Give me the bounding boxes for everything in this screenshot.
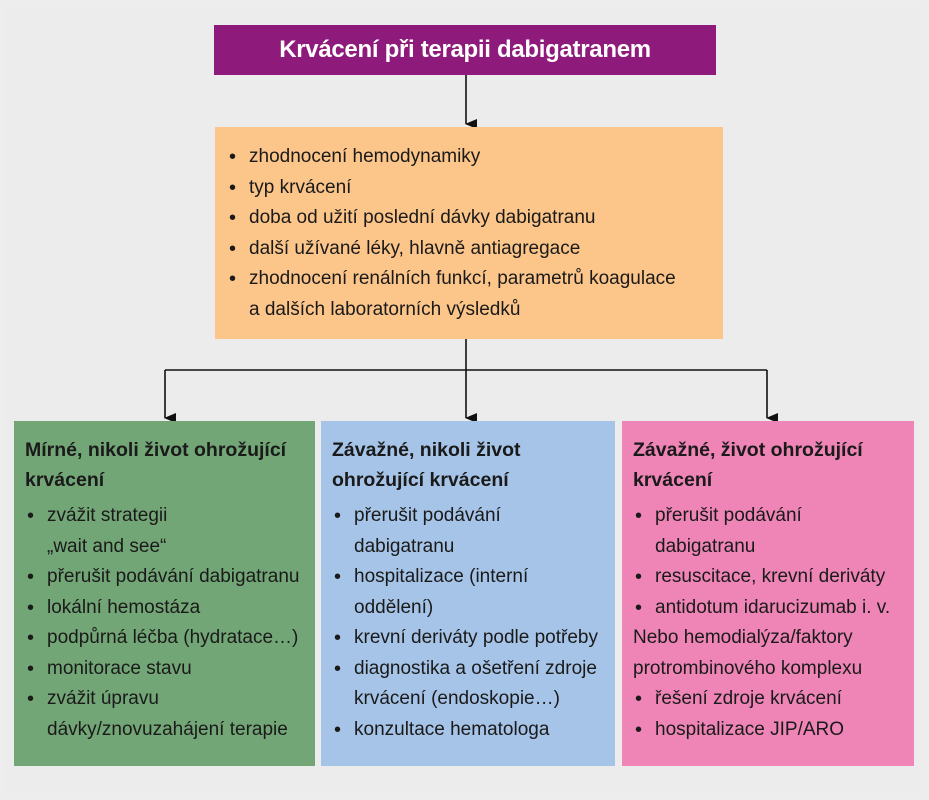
column-heading-line: krvácení xyxy=(633,469,713,491)
column-item: přerušit podávání dabigatranu xyxy=(25,562,305,593)
column-item-line: dabigatranu xyxy=(655,535,756,557)
column-item-line: zvážit úpravu xyxy=(47,688,159,709)
column-item-line: „wait and see“ xyxy=(47,535,167,557)
assessment-item-line: typ krvácení xyxy=(249,176,352,198)
column-item-line: konzultace hematologa xyxy=(354,718,550,740)
column-item: zvážit strategii „wait and see“ xyxy=(25,501,305,562)
column-heading: Závažné, život ohrožující krvácení xyxy=(633,435,904,495)
assessment-item-line: a dalších laboratorních výsledků xyxy=(249,298,521,320)
column-item-line: Nebo hemodialýza/faktory xyxy=(633,627,853,648)
assessment-item: zhodnocení renálních funkcí, parametrů k… xyxy=(227,264,713,325)
column-item-line: přerušit podávání xyxy=(655,505,802,526)
column-item: antidotum idarucizumab i. v. xyxy=(633,593,904,624)
column-item: řešení zdroje krvácení xyxy=(633,684,904,715)
column-item-line: krevní deriváty podle potřeby xyxy=(354,627,598,648)
column-list: přerušit podávání dabigatranu resuscitace,… xyxy=(633,501,904,745)
column-item-line: monitorace stavu xyxy=(47,657,192,679)
column-item-line: přerušit podávání xyxy=(354,505,501,526)
column-item-line: diagnostika a ošetření zdroje xyxy=(354,657,597,679)
column-item: resuscitace, krevní deriváty xyxy=(633,562,904,593)
column-heading-line: Závažné, nikoli život xyxy=(332,439,521,461)
column-heading: Závažné, nikoli život ohrožující krvácení xyxy=(332,435,605,495)
column-item-line: přerušit podávání dabigatranu xyxy=(47,566,300,587)
column-item: zvážit úpravu dávky/znovuzahájení terapie xyxy=(25,684,305,745)
column-item-line: dávky/znovuzahájení terapie xyxy=(47,718,288,740)
column-item-line: protrombinového komplexu xyxy=(633,657,863,679)
column-item-line: hospitalizace JIP/ARO xyxy=(655,718,845,740)
column-item: podpůrná léčba (hydratace…) xyxy=(25,623,305,654)
assessment-item-line: zhodnocení hemodynamiky xyxy=(249,146,481,167)
life-threatening-bleeding-box: Závažné, život ohrožující krvácení přeruši… xyxy=(622,421,914,766)
mild-bleeding-box: Mírné, nikoli život ohrožující krvácení zv… xyxy=(14,421,315,766)
column-item: přerušit podávání dabigatranu xyxy=(332,501,605,562)
column-item: konzultace hematologa xyxy=(332,715,605,746)
column-item-line: lokální hemostáza xyxy=(47,596,201,618)
column-item: krevní deriváty podle potřeby xyxy=(332,623,605,654)
column-item-line: resuscitace, krevní deriváty xyxy=(655,566,886,587)
column-item-line: dabigatranu xyxy=(354,535,455,557)
assessment-box: zhodnocení hemodynamiky typ krvácení doba … xyxy=(215,127,723,339)
column-item-line: řešení zdroje krvácení xyxy=(655,688,842,709)
column-item: monitorace stavu xyxy=(25,654,305,685)
column-list: přerušit podávání dabigatranu hospitalizac… xyxy=(332,501,605,745)
assessment-item-line: zhodnocení renálních funkcí, parametrů k… xyxy=(249,268,676,289)
column-item-line: hospitalizace (interní xyxy=(354,566,529,587)
column-item-line: zvážit strategii xyxy=(47,505,168,526)
column-item: diagnostika a ošetření zdroje krvácení (e… xyxy=(332,654,605,715)
column-list: zvážit strategii „wait and see“ přerušit p… xyxy=(25,501,305,745)
column-item: lokální hemostáza xyxy=(25,593,305,624)
assessment-item-line: doba od užití poslední dávky dabigatranu xyxy=(249,207,596,228)
assessment-item: typ krvácení xyxy=(227,173,713,204)
column-heading-line: ohrožující krvácení xyxy=(332,469,509,491)
assessment-item: doba od užití poslední dávky dabigatranu xyxy=(227,203,713,234)
column-heading: Mírné, nikoli život ohrožující krvácení xyxy=(25,435,305,495)
diagram-title: Krvácení při terapii dabigatranem xyxy=(214,25,716,75)
column-item: hospitalizace (interní oddělení) xyxy=(332,562,605,623)
column-item-line: antidotum idarucizumab i. v. xyxy=(655,596,891,618)
column-item-line: podpůrná léčba (hydratace…) xyxy=(47,627,299,648)
column-item: Nebo hemodialýza/faktory protrombinového … xyxy=(633,623,904,684)
column-heading-line: Závažné, život ohrožující xyxy=(633,439,863,461)
column-item-line: oddělení) xyxy=(354,596,434,618)
column-heading-line: Mírné, nikoli život ohrožující xyxy=(25,439,287,461)
column-item-line: krvácení (endoskopie…) xyxy=(354,688,560,709)
column-heading-line: krvácení xyxy=(25,469,105,491)
assessment-item-line: další užívané léky, hlavně antiagregace xyxy=(249,237,581,259)
column-item: přerušit podávání dabigatranu xyxy=(633,501,904,562)
assessment-list: zhodnocení hemodynamiky typ krvácení doba … xyxy=(227,142,713,325)
assessment-item: další užívané léky, hlavně antiagregace xyxy=(227,234,713,265)
serious-bleeding-box: Závažné, nikoli život ohrožující krvácení… xyxy=(321,421,615,766)
column-item: hospitalizace JIP/ARO xyxy=(633,715,904,746)
assessment-item: zhodnocení hemodynamiky xyxy=(227,142,713,173)
